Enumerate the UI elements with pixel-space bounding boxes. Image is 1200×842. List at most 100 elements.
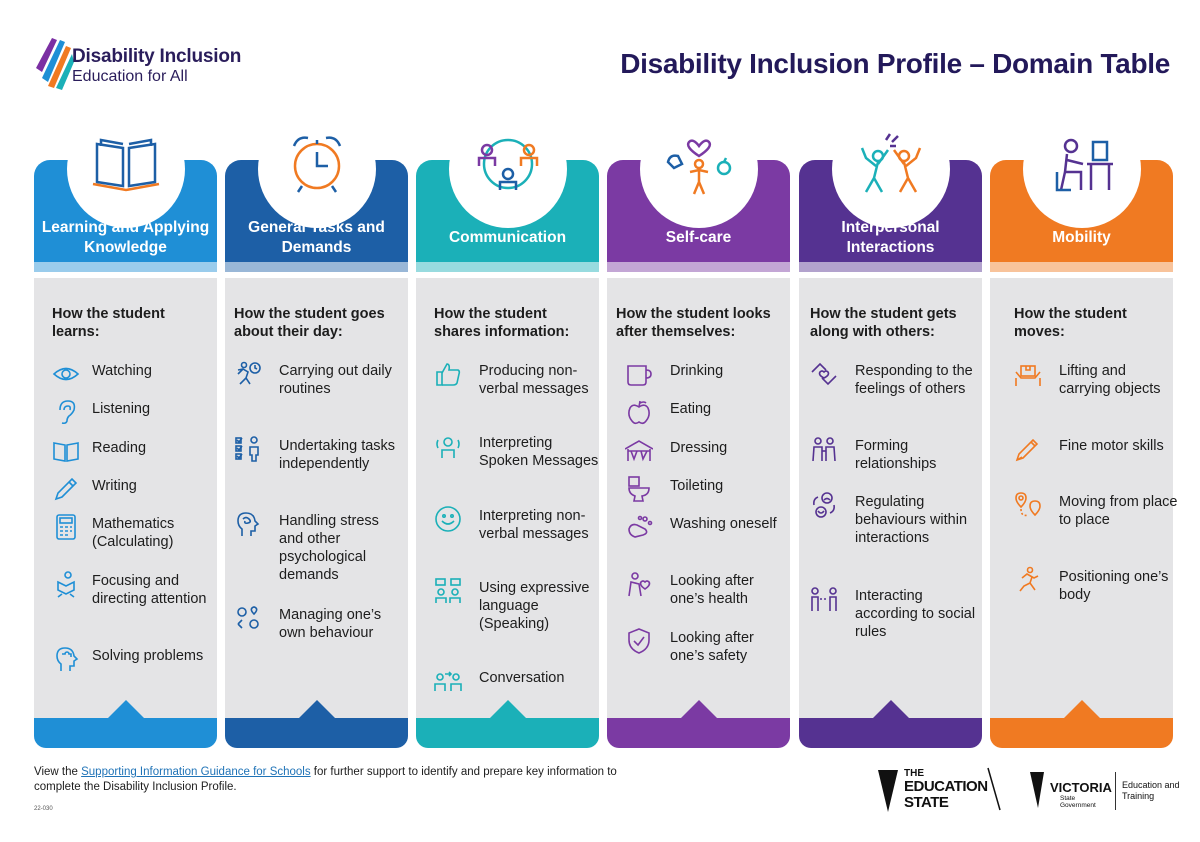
list-item: Producing non-verbal messages <box>434 360 594 420</box>
document-code: 22-030 <box>34 806 53 812</box>
speech-bubbles-icon <box>435 578 461 603</box>
eye-icon <box>52 367 80 381</box>
list-item: Positioning one’s body <box>1014 566 1174 626</box>
column-intro: How the student moves: <box>1014 306 1127 340</box>
column-title: Self-care <box>665 229 732 246</box>
column-footer <box>225 700 408 748</box>
column-communication: Communication How the student shares inf… <box>416 110 599 750</box>
people-circle-icon <box>448 110 567 228</box>
list-item: Listening <box>52 398 212 458</box>
column-learning: Learning and Applying Knowledge How the … <box>34 110 217 750</box>
listening-person-icon <box>436 437 460 458</box>
list-item: Managing one’s own behaviour <box>234 604 394 664</box>
page-title: Disability Inclusion Profile – Domain Ta… <box>620 48 1170 79</box>
logo-stripes-icon <box>36 38 74 90</box>
pencil-icon <box>54 477 78 501</box>
list-item: Moving from place to place <box>1014 491 1177 551</box>
column-footer <box>607 700 790 748</box>
list-item: Writing <box>52 475 212 535</box>
list-item: Fine motor skills <box>1014 435 1174 495</box>
list-item: Mathematics (Calculating) <box>52 513 212 573</box>
list-item: Interpreting Spoken Messages <box>434 432 598 492</box>
high-five-icon <box>831 110 950 228</box>
column-intro: How the student goes about their day: <box>234 306 385 340</box>
column-body <box>416 278 599 718</box>
cup-icon <box>627 365 652 386</box>
list-item: Carrying out daily routines <box>234 360 394 420</box>
list-item: Dressing <box>625 437 785 497</box>
victoria-mark-icon <box>1030 772 1044 808</box>
list-item: Looking after one’s safety <box>625 627 785 687</box>
desk-person-icon <box>1022 110 1141 228</box>
faces-cycle-icon <box>813 492 835 518</box>
education-state-logo: THE EDUCATION STATE <box>876 766 1006 814</box>
victoria-government-logo: VICTORIA State Government Education and … <box>1030 768 1180 814</box>
list-item: Watching <box>52 360 212 420</box>
column-footer <box>799 700 982 748</box>
reading-person-icon <box>57 571 75 598</box>
list-item: Looking after one’s health <box>625 570 785 630</box>
friends-icon <box>812 437 836 462</box>
open-book-icon <box>66 110 185 228</box>
list-item: Handling stress and other psychological … <box>234 510 394 583</box>
list-item: Forming relationships <box>810 435 970 495</box>
column-body <box>990 278 1173 718</box>
column-footer <box>416 700 599 748</box>
list-item: Lifting and carrying objects <box>1014 360 1174 420</box>
list-item: Undertaking tasks independently <box>234 435 395 495</box>
running-person-icon <box>1019 566 1039 592</box>
column-title: Communication <box>448 229 567 246</box>
clothes-icon <box>625 440 653 462</box>
shield-check-icon <box>628 628 650 654</box>
pen-icon <box>1015 438 1039 462</box>
education-state-mark-icon <box>878 767 1001 812</box>
puzzle-head-icon <box>56 647 79 671</box>
list-item: Focusing and directing attention <box>52 570 212 630</box>
logo: Disability Inclusion Education for All <box>34 28 274 92</box>
hands-heart-icon <box>811 362 837 386</box>
column-interpersonal: Interpersonal Interactions How the stude… <box>799 110 982 750</box>
people-distance-icon <box>811 587 837 611</box>
alarm-clock-icon <box>257 110 376 228</box>
column-general-tasks: General Tasks and Demands How the studen… <box>225 110 408 750</box>
list-item: Washing oneself <box>625 513 785 573</box>
list-item: Conversation <box>434 667 594 727</box>
running-clock-icon <box>237 361 261 385</box>
column-intro: How the student looks after themselves: <box>616 306 771 340</box>
column-body <box>799 278 982 718</box>
column-body <box>34 278 217 718</box>
column-intro: How the student learns: <box>52 306 165 340</box>
health-person-icon <box>628 572 651 597</box>
column-title: General Tasks and Demands <box>248 219 385 256</box>
column-footer <box>990 700 1173 748</box>
smiley-icon <box>435 506 461 532</box>
thumbs-up-icon <box>436 363 461 386</box>
route-pin-icon <box>1015 492 1041 517</box>
list-item: Drinking <box>625 360 785 420</box>
column-intro: How the student gets along with others: <box>810 306 957 340</box>
checklist-person-icon <box>235 436 259 462</box>
list-item: Responding to the feelings of others <box>810 360 973 420</box>
column-title: Learning and Applying Knowledge <box>41 219 210 256</box>
logo-title: Disability Inclusion <box>72 46 242 67</box>
hand-wash-icon <box>628 515 653 538</box>
column-body <box>225 278 408 718</box>
head-stress-icon <box>237 512 260 536</box>
column-title: Interpersonal Interactions <box>841 219 940 256</box>
list-item: Solving problems <box>52 645 212 705</box>
calculator-icon <box>56 514 76 540</box>
guidance-link[interactable]: Supporting Information Guidance for Scho… <box>81 766 311 778</box>
column-footer <box>34 700 217 748</box>
list-item: Reading <box>52 437 212 497</box>
person-care-icon <box>639 110 758 228</box>
list-item: Interacting according to social rules <box>810 585 975 645</box>
logo-subtitle: Education for All <box>72 68 188 85</box>
column-self-care: Self-care How the student looks after th… <box>607 110 790 750</box>
emotions-cycle-icon <box>237 606 259 629</box>
list-item: Regulating behaviours within interaction… <box>810 491 970 551</box>
column-intro: How the student shares information: <box>434 306 570 340</box>
column-title: Mobility <box>1052 229 1111 246</box>
book-icon <box>53 442 79 462</box>
list-item: Toileting <box>625 475 785 535</box>
list-item: Interpreting non-verbal messages <box>434 505 594 565</box>
